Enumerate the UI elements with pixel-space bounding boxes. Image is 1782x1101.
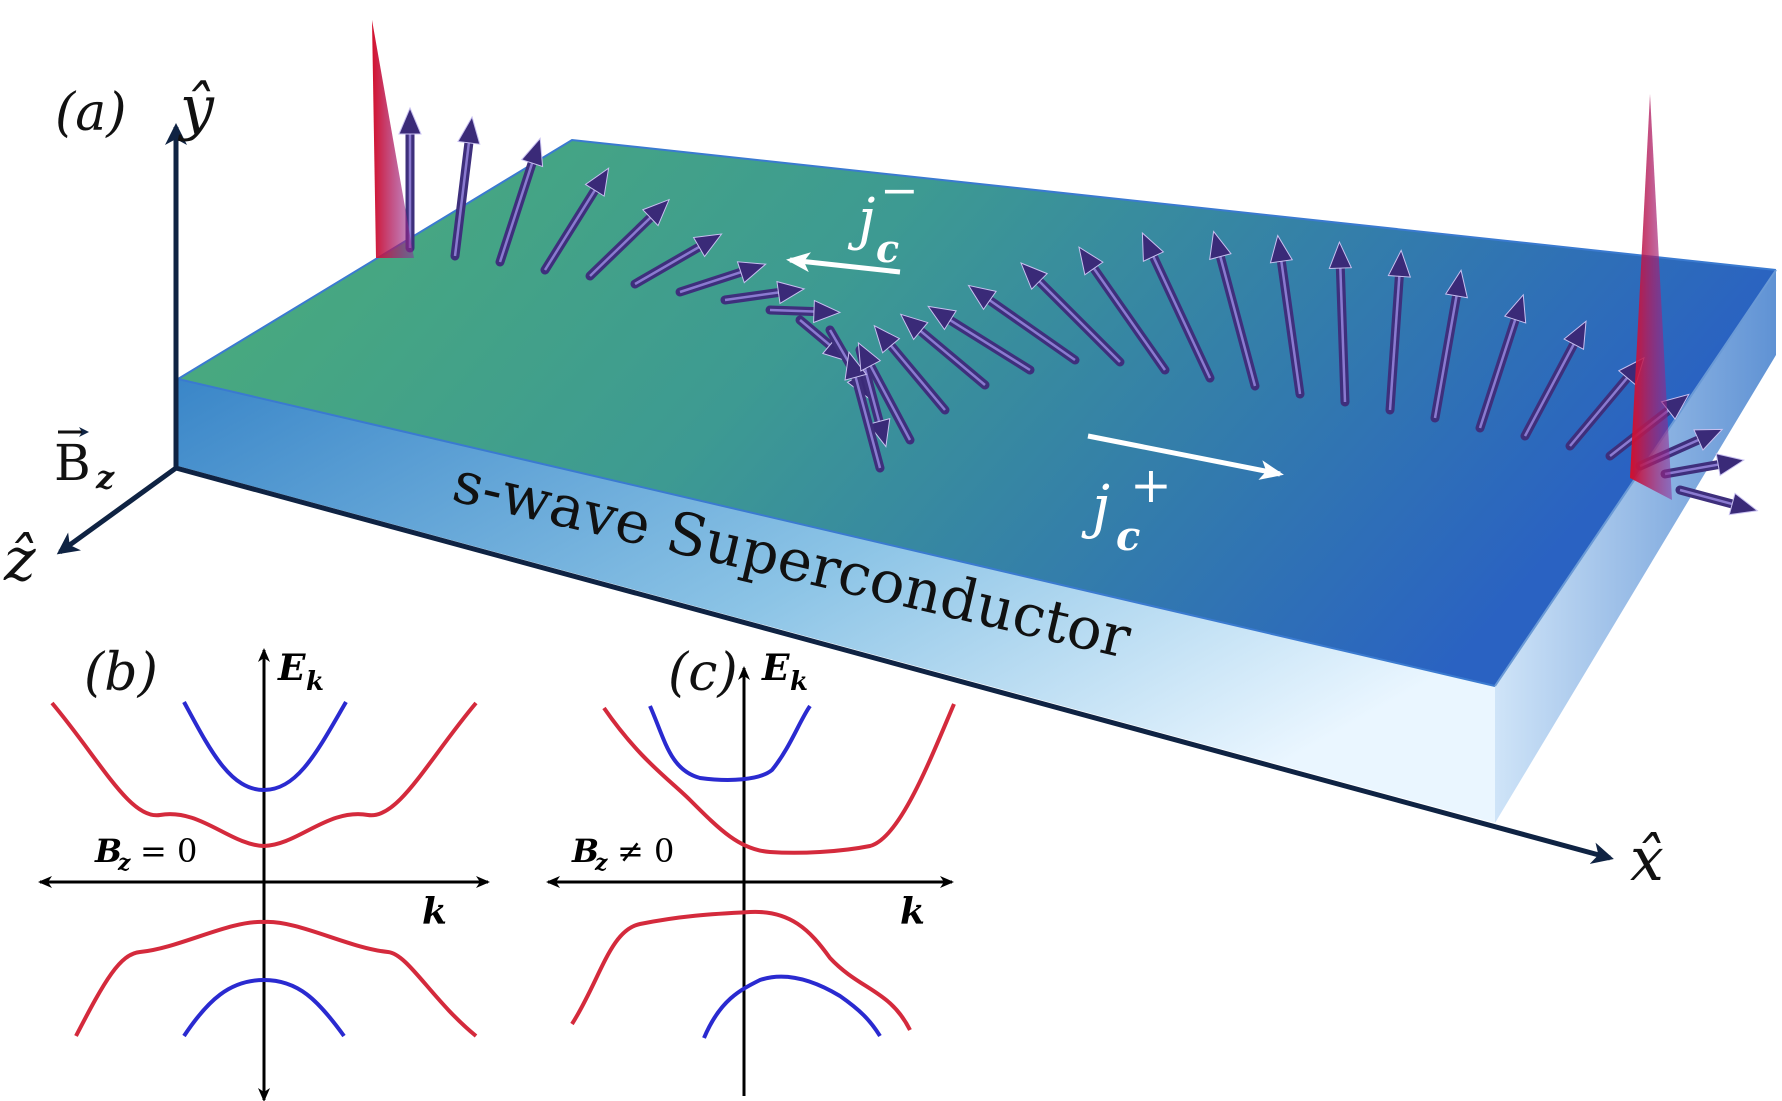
band-blue-upper	[648, 704, 812, 782]
condition-label: B z ≠ 0	[571, 832, 674, 876]
panel-a-label: (a)	[55, 83, 127, 143]
current-superscript: −	[880, 163, 919, 217]
spin-arrow-icon	[398, 106, 422, 253]
band-red-upper	[602, 703, 956, 855]
spin-arrow-icon	[450, 115, 481, 261]
band-red-upper	[50, 701, 478, 849]
panel-b: (b) E k k B z = 0	[38, 643, 490, 1101]
condition-subscript: z	[117, 850, 131, 876]
field-symbol: B	[54, 434, 91, 492]
current-subscript: c	[876, 226, 899, 271]
slab-edge	[177, 138, 1777, 380]
magnetic-field-label: B z	[54, 427, 115, 496]
band-blue-upper	[182, 700, 348, 793]
energy-subscript: k	[790, 667, 808, 697]
condition-label: B z = 0	[94, 832, 197, 876]
condition-subscript: z	[594, 850, 608, 876]
spin-arrow-icon	[1269, 234, 1305, 399]
energy-symbol: E	[761, 647, 790, 689]
x-axis	[175, 465, 1614, 864]
panel-c: (c) E k k B z ≠ 0	[546, 643, 956, 1096]
spin-arrow-icon	[1475, 293, 1527, 433]
spin-arrow-icon	[1328, 240, 1353, 407]
spin-arrow-icon	[1020, 262, 1125, 367]
current-plus-arrow	[1087, 433, 1284, 480]
panel-a: (a) ŷ ẑ x̂ B z s-wave Superconductor j c…	[3, 20, 1777, 895]
spin-arrow-icon	[1209, 230, 1260, 391]
condition-relation: ≠ 0	[617, 832, 674, 870]
spin-arrow-icon	[720, 280, 806, 305]
spin-arrow-icon	[675, 261, 767, 297]
slab-edge	[177, 378, 1496, 687]
panel-b-label: (b)	[84, 643, 158, 703]
spin-arrow-icon	[1675, 485, 1759, 516]
energy-axis-label: E k	[761, 647, 808, 697]
spin-arrow-icon	[630, 233, 723, 289]
spin-arrow-icon	[1520, 320, 1587, 441]
panel-c-label: (c)	[668, 643, 738, 703]
spin-arrow-icon	[1385, 249, 1412, 415]
z-axis	[56, 465, 178, 555]
spin-arrow-icon	[927, 305, 1035, 375]
current-subscript: c	[1116, 513, 1140, 560]
current-minus-arrow	[786, 252, 901, 275]
z-axis-label: ẑ	[3, 525, 36, 595]
spin-arrow-icon	[765, 299, 842, 324]
band-red-lower	[74, 919, 478, 1038]
spin-arrow-icon	[844, 350, 885, 473]
left-edge-peak	[372, 20, 414, 258]
spin-arrow-icon	[1141, 231, 1215, 383]
field-subscript: z	[95, 458, 115, 496]
spin-arrow-icon	[967, 284, 1080, 365]
right-edge-peak	[1630, 94, 1672, 500]
spin-arrow-icon	[899, 313, 990, 390]
energy-axis-label: E k	[277, 647, 324, 697]
band-blue-lower	[182, 977, 346, 1038]
y-axis-label: ŷ	[177, 73, 215, 143]
condition-symbol: B	[571, 832, 599, 870]
spin-texture	[398, 106, 1759, 516]
spin-arrow-icon	[540, 167, 610, 275]
band-blue-lower	[702, 974, 882, 1039]
slab-top-face	[178, 140, 1776, 686]
slab-front-face	[178, 379, 1495, 823]
spin-arrow-icon	[873, 324, 950, 415]
spin-arrow-icon	[585, 198, 671, 281]
k-axis-label: k	[900, 891, 925, 933]
x-axis-label: x̂	[1630, 825, 1664, 895]
current-superscript: +	[1130, 456, 1172, 514]
band-red-lower	[570, 909, 912, 1031]
k-axis-label: k	[422, 891, 447, 933]
condition-relation: = 0	[140, 832, 197, 870]
spin-arrow-icon	[1660, 453, 1746, 479]
spin-arrow-icon	[1078, 246, 1170, 375]
condition-symbol: B	[94, 832, 122, 870]
slab-side-face	[1495, 270, 1776, 823]
spin-arrow-icon	[1430, 269, 1469, 423]
spin-arrow-icon	[857, 341, 915, 445]
energy-symbol: E	[277, 647, 306, 689]
energy-subscript: k	[306, 667, 324, 697]
spin-arrow-icon	[495, 137, 544, 267]
